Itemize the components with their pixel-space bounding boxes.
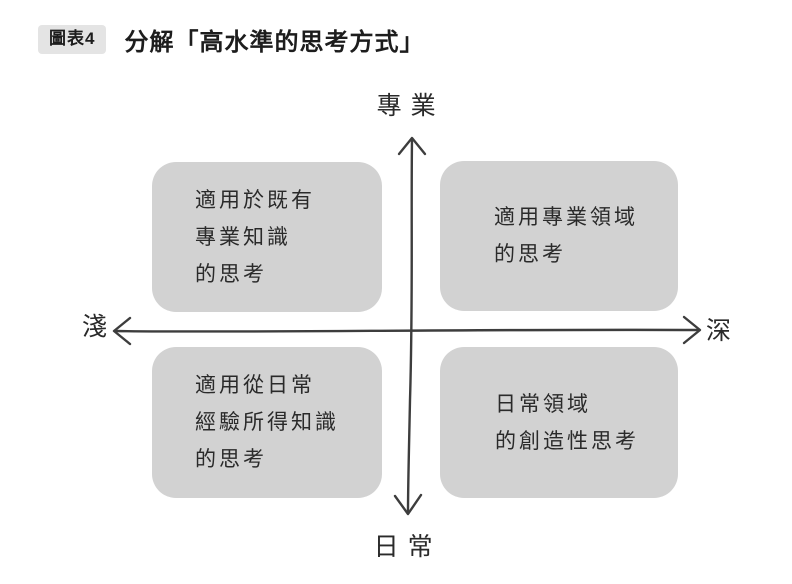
axis-label-top: 專業 [376,92,445,120]
figure-header: 圖表4 分解「高水準的思考方式」 [38,22,424,57]
axis-label-bottom: 日常 [373,533,442,561]
horizontal-axis-line [114,328,701,333]
axis-label-right: 深 [706,317,732,345]
quadrant-box-top-left: 適用於既有 專業知識 的思考 [152,162,382,312]
right-arrowhead-icon [682,315,702,345]
quadrant-text-line: 的思考 [494,243,566,266]
quadrant-text-line: 日常領域 [495,392,591,416]
up-arrowhead-icon [397,136,427,156]
quadrant-box-bottom-right: 日常領域 的創造性思考 [440,347,678,498]
quadrant-text-line: 適用專業領域 [494,206,638,229]
vertical-axis-line [406,137,414,514]
quadrant-box-bottom-left: 適用從日常 經驗所得知識 的思考 [152,347,382,498]
quadrant-text-line: 適用從日常 [195,374,315,397]
down-arrowhead-icon [393,493,423,516]
quadrant-text-line: 專業知識 [195,225,291,249]
figure-title: 分解「高水準的思考方式」 [124,29,425,56]
quadrant-box-top-right: 適用專業領域 的思考 [440,161,678,311]
quadrant-text-line: 適用於既有 [195,188,315,212]
axis-label-left: 淺 [82,313,108,341]
quadrant-text-line: 的思考 [195,448,267,471]
figure-badge: 圖表4 [38,25,107,54]
quadrant-text-line: 的思考 [195,262,267,286]
left-arrowhead-icon [112,316,132,346]
quadrant-text-line: 經驗所得知識 [195,411,339,434]
quadrant-text-line: 的創造性思考 [495,429,639,453]
